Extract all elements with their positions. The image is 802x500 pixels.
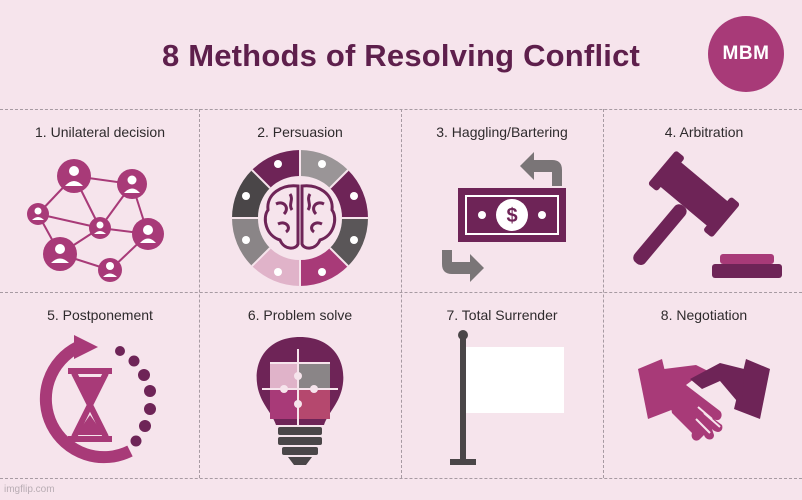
method-label: 2. Persuasion <box>257 124 343 140</box>
method-label: 6. Problem solve <box>247 307 353 323</box>
method-label: 8. Negotiation <box>660 307 748 323</box>
grid-divider-col-2 <box>401 109 402 478</box>
hourglass-cycle-icon <box>39 335 156 464</box>
method-label: 4. Arbitration <box>664 124 744 140</box>
method-label: 1. Unilateral decision <box>35 124 165 140</box>
method-cell-problem-solve: 6. Problem solve <box>200 293 400 476</box>
gavel-icon <box>633 151 782 278</box>
svg-text:$: $ <box>506 205 517 227</box>
page-title: 8 Methods of Resolving Conflict <box>161 38 641 73</box>
method-cell-negotiation: 8. Negotiation <box>604 293 802 476</box>
grid-divider-bottom <box>0 478 802 479</box>
method-cell-postponement: 5. Postponement <box>0 293 200 476</box>
method-label: 3. Haggling/Bartering <box>436 124 568 140</box>
method-cell-persuasion: 2. Persuasion <box>200 110 400 293</box>
handshake-icon <box>638 359 770 441</box>
method-cell-haggling-bartering: 3. Haggling/Bartering $ <box>402 110 602 293</box>
grid-divider-col-1 <box>199 109 200 478</box>
brand-badge: MBM <box>708 16 784 92</box>
watermark: imgflip.com <box>4 484 55 495</box>
white-flag-icon <box>450 330 564 465</box>
method-cell-total-surrender: 7. Total Surrender <box>402 293 602 476</box>
method-label: 5. Postponement <box>47 307 153 323</box>
method-cell-arbitration: 4. Arbitration <box>604 110 802 293</box>
method-label: 7. Total Surrender <box>446 307 558 323</box>
money-exchange-icon: $ <box>442 152 566 282</box>
network-people-icon <box>27 159 164 282</box>
puzzle-bulb-icon <box>256 337 344 465</box>
grid-divider-col-3 <box>603 109 604 478</box>
method-cell-unilateral-decision: 1. Unilateral decision <box>0 110 200 293</box>
brain-wheel-icon <box>232 150 368 286</box>
